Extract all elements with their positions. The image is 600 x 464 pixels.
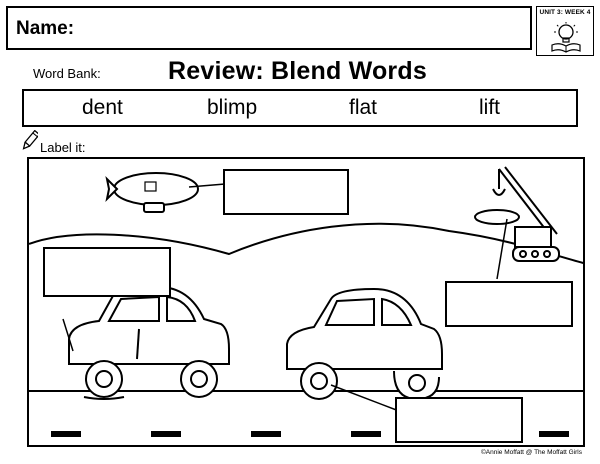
unit-badge: UNIT 3: WEEK 4 — [536, 6, 594, 56]
flat-pointer — [330, 384, 400, 412]
answer-box[interactable] — [445, 281, 573, 327]
answer-box[interactable] — [43, 247, 171, 297]
crane-pointer — [496, 218, 508, 280]
word-bank-label: Word Bank: — [33, 66, 101, 81]
pencil-icon — [22, 130, 38, 150]
name-label: Name: — [16, 18, 75, 39]
name-box[interactable]: Name: — [6, 6, 532, 50]
word-bank-item: dent — [82, 96, 123, 119]
dent-pointer — [62, 318, 74, 352]
label-it-prompt: Label it: — [40, 140, 86, 155]
lightbulb-book-icon — [551, 22, 581, 53]
unit-badge-text: UNIT 3: WEEK 4 — [539, 9, 591, 16]
car-flat-tire — [286, 287, 443, 401]
answer-box[interactable] — [223, 169, 349, 215]
copyright-credit: ©Annie Moffatt @ The Moffatt Girls — [481, 449, 582, 456]
hills — [29, 222, 583, 264]
word-bank-item: blimp — [207, 96, 258, 119]
word-bank-item: flat — [349, 96, 378, 119]
word-bank: dent blimp flat lift — [22, 89, 578, 127]
blimp-pointer — [188, 183, 226, 188]
picture-scene — [27, 157, 585, 447]
page-title: Review: Blend Words — [168, 57, 427, 85]
answer-box[interactable] — [395, 397, 523, 443]
word-bank-item: lift — [479, 96, 500, 119]
car-dent — [68, 285, 230, 400]
scene-drawing — [29, 166, 583, 437]
blimp — [105, 172, 199, 213]
crane — [474, 166, 560, 262]
